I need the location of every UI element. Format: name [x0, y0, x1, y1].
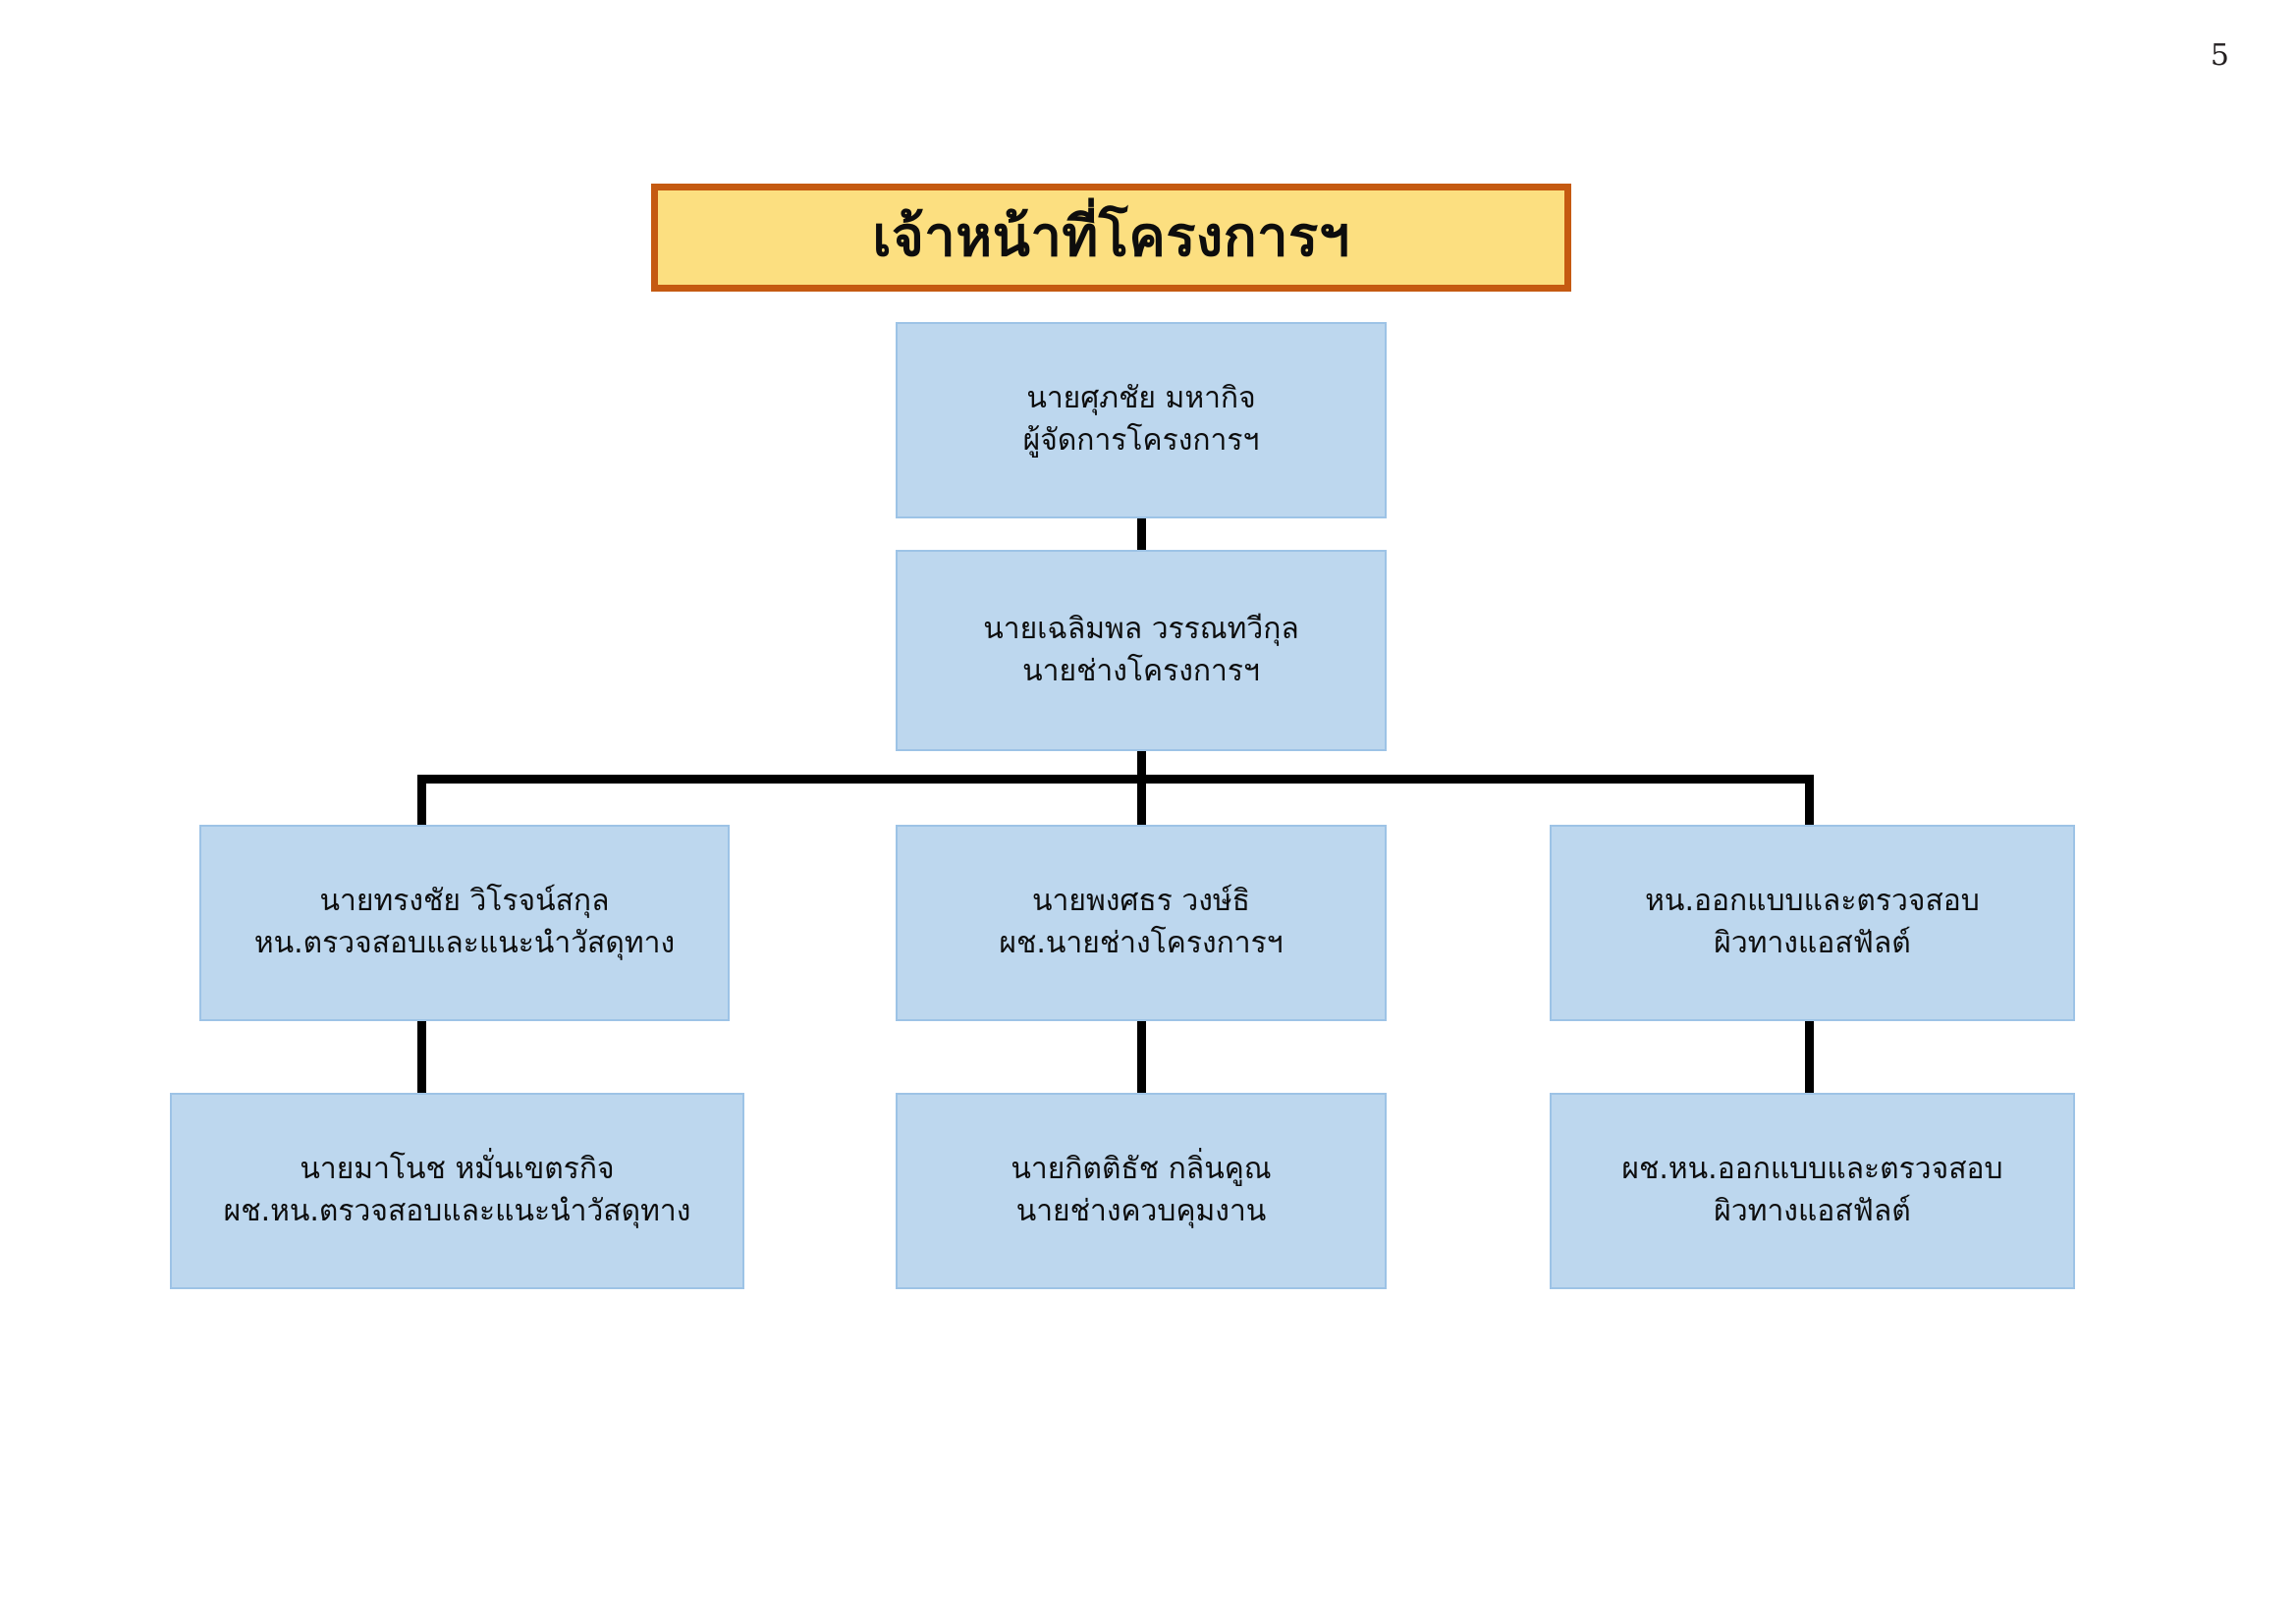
node-position: ผิวทางแอสฟัลต์	[1714, 926, 1911, 960]
page-number: 5	[2210, 38, 2229, 73]
connector-level3-center-to-level4-center	[1137, 1020, 1146, 1095]
node-position: หน.ตรวจสอบและแนะนำวัสดุทาง	[253, 926, 676, 960]
connector-level3-left-to-level4-left	[417, 1020, 426, 1095]
connector-horizontal-bus	[417, 775, 1814, 784]
connector-level3-right-to-level4-right	[1805, 1020, 1814, 1095]
org-node-materials-inspection-head[interactable]: นายทรงชัย วิโรจน์สกุล หน.ตรวจสอบและแนะนำ…	[199, 825, 730, 1021]
org-node-assistant-asphalt-design-inspection-head[interactable]: ผช.หน.ออกแบบและตรวจสอบ ผิวทางแอสฟัลต์	[1550, 1093, 2075, 1289]
node-position: ผู้จัดการโครงการฯ	[1022, 423, 1260, 458]
node-name: นายกิตติธัช กลิ่นคูณ	[1011, 1152, 1272, 1187]
node-position: ผช.นายช่างโครงการฯ	[999, 926, 1284, 960]
node-name: หน.ออกแบบและตรวจสอบ	[1645, 884, 1980, 919]
node-name: นายพงศธร วงษ์ธิ	[1032, 884, 1250, 919]
org-node-project-engineer[interactable]: นายเฉลิมพล วรรณทวีกุล นายช่างโครงการฯ	[896, 550, 1387, 751]
connector-level2-to-bus	[1137, 751, 1146, 781]
node-name: นายมาโนช หมั่นเขตรกิจ	[300, 1152, 615, 1187]
org-node-assistant-materials-inspection-head[interactable]: นายมาโนช หมั่นเขตรกิจ ผช.หน.ตรวจสอบและแน…	[170, 1093, 744, 1289]
org-node-site-supervision-engineer[interactable]: นายกิตติธัช กลิ่นคูณ นายช่างควบคุมงาน	[896, 1093, 1387, 1289]
node-position: นายช่างโครงการฯ	[1022, 653, 1260, 688]
node-name: นายเฉลิมพล วรรณทวีกุล	[983, 611, 1299, 646]
connector-level1-to-level2	[1137, 518, 1146, 552]
connector-bus-to-level3-left	[417, 775, 426, 827]
node-name: นายศุภชัย มหากิจ	[1026, 381, 1256, 416]
node-name: ผช.หน.ออกแบบและตรวจสอบ	[1621, 1152, 2003, 1187]
node-position: นายช่างควบคุมงาน	[1015, 1194, 1267, 1228]
node-name: นายทรงชัย วิโรจน์สกุล	[319, 884, 610, 919]
org-node-assistant-project-engineer[interactable]: นายพงศธร วงษ์ธิ ผช.นายช่างโครงการฯ	[896, 825, 1387, 1021]
org-node-project-manager[interactable]: นายศุภชัย มหากิจ ผู้จัดการโครงการฯ	[896, 322, 1387, 518]
connector-bus-to-level3-right	[1805, 775, 1814, 827]
org-node-asphalt-design-inspection-head[interactable]: หน.ออกแบบและตรวจสอบ ผิวทางแอสฟัลต์	[1550, 825, 2075, 1021]
connector-bus-to-level3-center	[1137, 775, 1146, 827]
chart-title-banner: เจ้าหน้าที่โครงการฯ	[651, 184, 1571, 292]
node-position: ผิวทางแอสฟัลต์	[1714, 1194, 1911, 1228]
node-position: ผช.หน.ตรวจสอบและแนะนำวัสดุทาง	[223, 1194, 691, 1228]
chart-title-text: เจ้าหน้าที่โครงการฯ	[872, 204, 1350, 269]
